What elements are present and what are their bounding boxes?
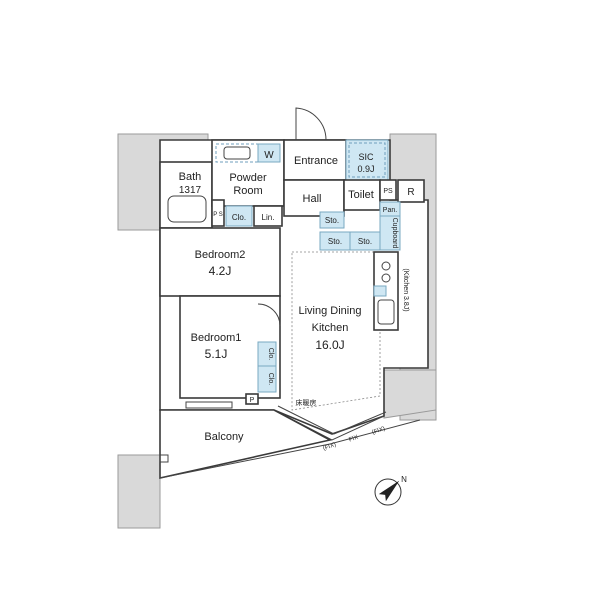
refrigerator [397,179,425,203]
stove-burner-2 [381,273,391,283]
powder-label-2: Room [233,185,262,197]
fix-label-3: (FIX) [371,426,386,436]
sic-size-label: 0.9J [357,164,374,174]
balcony-window [185,401,233,409]
closet-powder [225,205,253,227]
ldk-size-label: 16.0J [315,338,344,352]
cupboard-label: Cupboard [391,218,398,249]
ps-toilet-label: PS [383,188,393,195]
fix-label-2: FIX [348,435,359,444]
pan-label: Pan. [383,207,397,214]
sto-hall-label: Sto. [325,216,339,225]
linen-closet [253,205,283,227]
lin-label: Lin. [262,213,275,222]
p-label: P [250,397,255,404]
balcony-rail [159,419,421,479]
bedroom2-size-label: 4.2J [209,264,232,278]
hall-area [283,179,345,217]
hall-storage [319,211,345,229]
balcony-drain [159,454,169,463]
ps-bath [211,199,225,227]
sic-label: SIC [358,152,374,162]
balcony-label: Balcony [204,431,244,443]
bedroom1-door-swing [257,303,281,327]
w-label: W [264,150,274,161]
bathtub [167,195,207,223]
washer-space [257,143,281,163]
bedroom1-closet-b [257,365,277,393]
floor-heating-label: 床暖房 [296,398,317,407]
clo-bed1-label-b: Clo. [267,373,274,386]
sto-label-1: Sto. [328,237,342,246]
column-bottom-left [117,454,161,529]
bedroom2-room [159,227,281,297]
entrance-door-swing [295,107,327,141]
sic-dash [348,142,386,178]
bedroom2-label: Bedroom2 [195,249,246,261]
clo-powder-label: Clo. [232,213,246,222]
ldk-floor-heating [291,251,381,411]
r-label: R [407,187,414,198]
bedroom1-label: Bedroom1 [191,332,242,344]
cupboard [379,215,401,251]
toilet-label: Toilet [348,189,374,201]
entrance-label: Entrance [294,155,338,167]
column-right-lower [379,369,437,419]
ldk-label-2: Kitchen [312,322,349,334]
bath-size-label: 1317 [179,185,202,196]
kitchen-sink [377,299,395,325]
bath-label: Bath [179,171,202,183]
north-label: N [401,475,407,484]
kitchen-label: (Kitchen 3.8J) [402,268,409,311]
ldk-label-1: Living Dining [299,305,362,317]
balcony-p-box [245,393,259,405]
entrance-area [283,139,347,181]
ps-bath-label: P S [213,212,223,218]
sic-closet [345,139,389,181]
powder-label-1: Powder [229,172,267,184]
clo-bed1-label-a: Clo. [267,348,274,361]
fix-label-1: (FIX) [322,442,337,452]
ps-toilet [379,179,397,201]
sink [223,146,251,160]
north-arrow-icon [374,478,402,506]
sto-label-2: Sto. [358,237,372,246]
bedroom1-size-label: 5.1J [205,347,228,361]
hall-label: Hall [303,193,322,205]
stove-burner-1 [381,261,391,271]
kitchen-blue-marker [373,285,387,297]
